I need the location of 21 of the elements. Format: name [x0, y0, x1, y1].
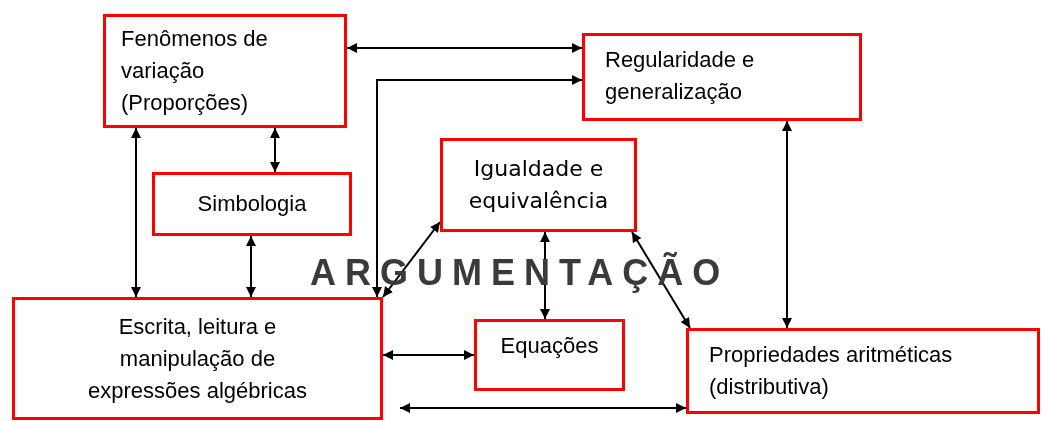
concept-text: Simbologia — [197, 190, 307, 218]
concept-text: Escrita, leitura e manipulação de expressões algébricas — [87, 312, 308, 405]
concept-box — [152, 172, 352, 236]
concept-box — [12, 297, 383, 420]
concept-text: Equações — [500, 332, 599, 360]
concept-box — [440, 138, 637, 232]
double-arrow — [399, 403, 687, 413]
concept-text: Propriedades aritméticas (distributiva) — [709, 341, 954, 401]
concept-text: Regularidade e generalização — [605, 46, 756, 106]
concept-box — [474, 319, 625, 391]
double-arrow — [346, 43, 583, 53]
double-arrow — [782, 120, 792, 329]
concept-text: Fenômenos de variação (Proporções) — [121, 25, 269, 117]
concept-box — [582, 33, 862, 121]
concept-text: Igualdade e equivalência — [467, 155, 610, 215]
double-arrow — [382, 350, 475, 360]
concept-box — [686, 328, 1040, 414]
double-arrow — [270, 127, 280, 173]
double-arrow — [131, 127, 141, 298]
double-arrow — [246, 235, 256, 298]
concept-box — [103, 14, 347, 128]
